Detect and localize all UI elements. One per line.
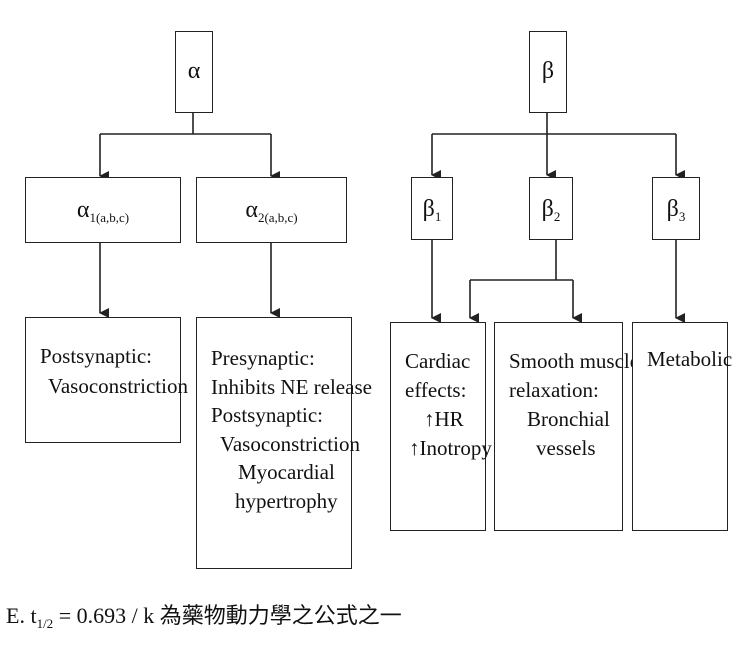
effect-line: Inhibits NE release: [211, 374, 372, 399]
effect-line: Postsynaptic:: [40, 344, 153, 368]
alpha2-subscript: 2(a,b,c): [257, 210, 298, 225]
effect-line: Vasoconstriction: [48, 374, 188, 398]
effect-line: Myocardial: [238, 460, 335, 484]
effect-line: ↑HR: [424, 407, 464, 431]
effect-line: Smooth muscle: [509, 349, 640, 373]
effect-line: relaxation:: [509, 378, 599, 402]
alpha1-label: α1(a,b,c): [26, 198, 180, 230]
beta1-symbol: β: [422, 196, 435, 222]
alpha1-subscript: 1(a,b,c): [89, 210, 130, 225]
alpha2-receptor-box: α2(a,b,c): [196, 177, 347, 243]
alpha2-symbol: α: [245, 197, 258, 223]
alpha2-effects-box: Presynaptic: Inhibits NE release Postsyn…: [196, 317, 372, 569]
beta2-receptor-box: β2: [529, 177, 573, 240]
effect-line: hypertrophy: [235, 488, 338, 513]
smooth-muscle-box: Smooth muscle relaxation: Bronchial vess…: [494, 322, 639, 531]
metabolic-text: Metabolic: [647, 347, 733, 371]
alpha2-label: α2(a,b,c): [197, 198, 346, 230]
effect-line: Postsynaptic:: [211, 403, 324, 427]
beta3-label: β3: [653, 197, 699, 229]
effect-line: ↑Inotropy: [409, 436, 492, 460]
beta2-subscript: 2: [553, 209, 561, 224]
beta3-symbol: β: [666, 196, 679, 222]
footer-formula: E. t1/2 = 0.693 / k 為藥物動力學之公式之一: [6, 598, 402, 632]
alpha1-symbol: α: [76, 197, 90, 223]
metabolic-box: Metabolic: [632, 322, 732, 531]
beta3-receptor-box: β3: [652, 177, 700, 240]
effect-line: Bronchial: [527, 407, 610, 431]
beta3-subscript: 3: [678, 209, 686, 224]
effect-line: Presynaptic:: [211, 346, 315, 370]
alpha-receptor-box: α: [175, 31, 213, 113]
beta2-symbol: β: [541, 196, 554, 222]
formula-prefix: E. t: [6, 603, 37, 628]
cardiac-effects-text: Cardiac effects: ↑HR ↑Inotropy: [405, 347, 492, 463]
alpha1-effects-box: Postsynaptic: Vasoconstriction: [25, 317, 188, 443]
alpha2-effects-text: Presynaptic: Inhibits NE release Postsyn…: [211, 344, 372, 515]
beta-receptor-box: β: [529, 31, 567, 113]
smooth-muscle-text: Smooth muscle relaxation: Bronchial vess…: [509, 347, 639, 463]
effect-line: effects:: [405, 378, 467, 402]
alpha-label: α: [187, 58, 201, 84]
beta1-receptor-box: β1: [411, 177, 453, 240]
alpha1-effects-text: Postsynaptic: Vasoconstriction: [40, 344, 188, 398]
alpha1-receptor-box: α1(a,b,c): [25, 177, 181, 243]
formula-rest: = 0.693 / k 為藥物動力學之公式之一: [53, 603, 402, 628]
formula-subscript: 1/2: [36, 616, 54, 631]
beta1-label: β1: [412, 197, 452, 229]
beta1-subscript: 1: [434, 209, 442, 224]
beta2-label: β2: [530, 197, 572, 229]
effect-line: Cardiac: [405, 349, 471, 373]
cardiac-effects-box: Cardiac effects: ↑HR ↑Inotropy: [390, 322, 492, 531]
effect-line: Vasoconstriction: [220, 431, 360, 456]
effect-line: vessels: [536, 436, 596, 460]
beta-label: β: [541, 58, 555, 84]
